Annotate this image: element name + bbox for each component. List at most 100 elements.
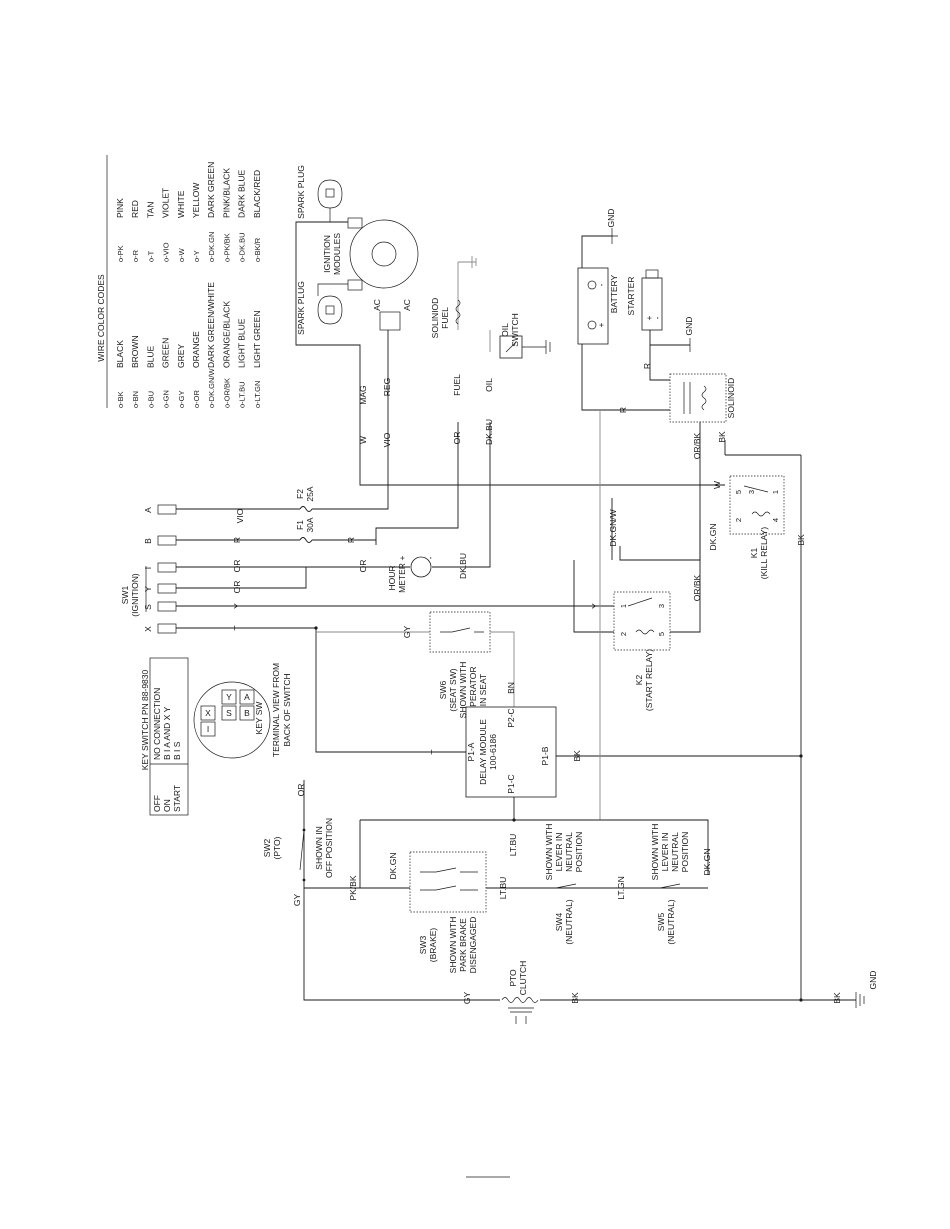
sw4-label: SW4 xyxy=(554,913,564,932)
terminal-s: S xyxy=(143,601,177,612)
ignition-module-b xyxy=(347,279,363,291)
term-y-label: Y xyxy=(226,692,232,702)
wire-label-gy-3: GY xyxy=(462,992,472,1005)
wire-label-bk-3: BK xyxy=(796,534,806,546)
terminal-view-label: TERMINAL VIEW FROM xyxy=(271,663,281,757)
sw2-pivot-2 xyxy=(302,878,306,882)
term-a-box xyxy=(239,689,255,705)
term-a-label: A xyxy=(244,692,250,702)
k2-pin-5: 5 xyxy=(657,632,666,636)
oil-switch-contact xyxy=(505,341,517,353)
sw4-neutral: SW4 (NEUTRAL) SHOWN WITH LEVER IN NEUTRA… xyxy=(544,824,592,945)
sw3-box xyxy=(409,851,487,913)
sw4-note-1: SHOWN WITH xyxy=(544,824,554,881)
delay-pin-p2c: P2-C xyxy=(506,708,516,727)
spark-plug-left-terminal xyxy=(325,305,335,315)
k2-box xyxy=(613,591,671,651)
hour-meter: HOUR METER + - xyxy=(387,555,435,592)
terminal-s-connector xyxy=(157,601,177,612)
battery-plus: + xyxy=(596,322,606,327)
legend-code-8: o-LT.BU xyxy=(238,381,247,408)
junction-dot xyxy=(799,998,803,1002)
sw5-note-2: LEVER IN xyxy=(660,833,670,872)
terminal-y-label: Y xyxy=(143,586,153,592)
wire-label-t-2: T xyxy=(429,749,439,754)
legend-code2-3: o-VIO xyxy=(162,242,171,262)
spark-plug-left-lead xyxy=(317,283,348,296)
sw2-pto: SW2 (PTO) SHOWN IN OFF POSITION xyxy=(262,818,334,882)
sw4-note-4: POSITION xyxy=(574,832,584,873)
delay-pin-p1a: P1-A xyxy=(466,742,476,761)
legend-code-1: o-BN xyxy=(131,391,140,408)
sw2-contact xyxy=(299,829,305,871)
battery-ground xyxy=(606,228,618,244)
wire-battery xyxy=(581,235,670,411)
delay-pin-p1b: P1-B xyxy=(540,746,550,765)
sw3-contact-b xyxy=(420,885,478,891)
sw1-desc: (IGNITION) xyxy=(130,573,140,617)
f1-rating: 30A xyxy=(305,517,315,532)
legend-name-4: GREY xyxy=(176,344,186,368)
starter-cap xyxy=(645,269,659,279)
f1-label: F1 xyxy=(295,520,305,530)
terminal-b: B xyxy=(143,535,177,546)
wire-label-or-3: OR xyxy=(358,560,368,573)
terminal-a: A xyxy=(143,504,177,515)
sw3-note-3: DISENGAGED xyxy=(468,917,478,974)
hour-meter-label-2: METER xyxy=(397,563,407,593)
legend-code-5: o-OR xyxy=(192,389,201,408)
wire-label-ltgn: LT.GN xyxy=(616,876,626,899)
sw2-note-1: SHOWN IN xyxy=(314,826,324,869)
battery-label: BATTERY xyxy=(609,274,619,313)
f2-rating: 25A xyxy=(305,486,315,501)
relay-k1: 5 2 1 4 3 K1 (KILL RELAY) xyxy=(729,475,785,579)
wire-solenoid-k xyxy=(619,422,726,561)
sw4-desc: (NEUTRAL) xyxy=(564,899,574,945)
key-switch-terminal-view: X I Y S A B KEY SW TERMINAL VIEW FROM BA… xyxy=(193,663,292,759)
key-switch-body xyxy=(193,681,271,759)
legend-name-3: GREEN xyxy=(161,338,171,368)
gnd-label-starter: GND xyxy=(684,317,694,336)
wire-label-or: OR xyxy=(232,560,242,573)
sw5-desc: (NEUTRAL) xyxy=(666,899,676,945)
legend-name2-9: BLACK/RED xyxy=(252,170,262,218)
wire-label-w-2: W xyxy=(712,481,722,489)
regulator xyxy=(379,311,401,331)
hour-meter-symbol xyxy=(410,556,432,578)
wire-mag-w xyxy=(359,422,725,545)
wire-x-tan xyxy=(176,627,466,753)
wire-label-mag: MAG xyxy=(358,385,368,404)
legend-code-0: o-BK xyxy=(116,391,125,408)
k2-pin-3: 3 xyxy=(657,604,666,608)
term-b-label: B xyxy=(244,708,250,718)
fuel-solenoid-ground xyxy=(458,256,477,268)
wire-starter xyxy=(649,330,690,381)
terminal-s-label: S xyxy=(143,604,153,610)
legend-name2-7: PINK/BLACK xyxy=(221,168,231,218)
ignition-module-a xyxy=(347,217,363,229)
battery-terminal-pos xyxy=(587,320,597,330)
starter-ground xyxy=(662,338,691,352)
legend-name-0: BLACK xyxy=(115,340,125,368)
terminal-view-label-2: BACK OF SWITCH xyxy=(282,673,292,746)
legend-code-9: o-LT.GN xyxy=(253,381,262,408)
f2-label: F2 xyxy=(295,489,305,499)
wire-label-bk-4: BK xyxy=(570,992,580,1004)
wire-label-or-2: OR xyxy=(232,581,242,594)
flywheel-hub xyxy=(371,241,397,267)
k1-box xyxy=(729,475,785,535)
key-switch-table: KEY SWITCH PN 88-9830 OFF ON START NO CO… xyxy=(140,657,189,816)
wire-label-ltbu: LT.BU xyxy=(508,834,518,857)
wire-label-r-3: R xyxy=(618,407,628,413)
wire-p1c xyxy=(513,797,709,875)
k1-pin-4: 4 xyxy=(771,518,780,522)
k1-pin-3: 3 xyxy=(747,490,756,494)
terminal-i-label: I xyxy=(143,567,153,569)
wire-label-y-2: Y xyxy=(590,603,600,609)
wire-i-orange xyxy=(176,422,491,568)
wire-label-orbk-2: OR/BK xyxy=(692,574,702,601)
gnd-label-battery: GND xyxy=(606,209,616,228)
flywheel xyxy=(349,219,419,289)
sw1-ignition: SW1 (IGNITION) xyxy=(120,566,147,617)
sw3-label: SW3 xyxy=(418,936,428,955)
